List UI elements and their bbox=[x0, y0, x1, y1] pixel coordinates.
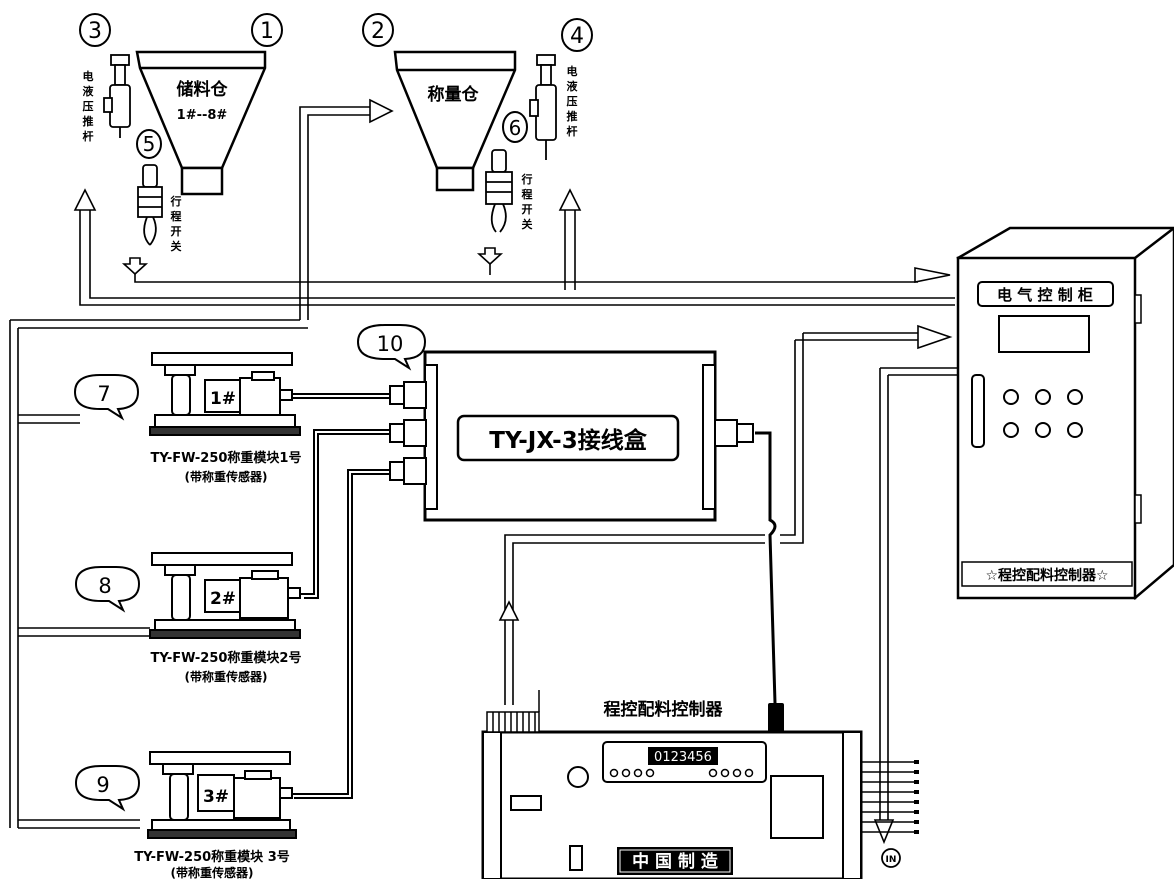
svg-text:10: 10 bbox=[377, 332, 404, 356]
svg-text:7: 7 bbox=[97, 382, 110, 406]
svg-text:6: 6 bbox=[509, 116, 522, 140]
svg-text:液: 液 bbox=[83, 84, 95, 98]
svg-text:程: 程 bbox=[171, 209, 182, 223]
switch-right-label: 行 程 开 关 bbox=[521, 172, 533, 231]
junction-box-label: TY-JX-3接线盒 bbox=[489, 427, 647, 454]
sensor-cables bbox=[290, 393, 777, 799]
svg-text:压: 压 bbox=[567, 94, 578, 108]
cabinet-header: 电 气 控 制 柜 bbox=[997, 286, 1093, 304]
svg-text:杆: 杆 bbox=[83, 129, 94, 143]
weighing-module-2: 2# bbox=[149, 552, 301, 639]
weighing-hopper: 称量仓 bbox=[393, 50, 517, 192]
module-3-note: (带称重传感器) bbox=[171, 865, 254, 879]
svg-text:关: 关 bbox=[171, 239, 182, 253]
storage-hopper-range: 1#--8# bbox=[177, 108, 228, 123]
controller-io-label: IN bbox=[886, 855, 897, 865]
svg-text:电: 电 bbox=[83, 69, 94, 83]
module-3-tag: 3# bbox=[203, 787, 229, 807]
weighing-module-1: 1# bbox=[149, 352, 301, 436]
svg-text:3: 3 bbox=[88, 19, 102, 44]
hydraulic-actuator-right bbox=[529, 54, 557, 160]
switch-left-label: 行 程 开 关 bbox=[170, 194, 182, 253]
batching-controller: 程控配料控制器 0123456 中 国 制 造 bbox=[481, 690, 919, 879]
svg-text:行: 行 bbox=[170, 194, 182, 208]
junction-box: TY-JX-3接线盒 bbox=[389, 350, 754, 522]
signal-wires bbox=[9, 106, 958, 829]
svg-text:4: 4 bbox=[570, 24, 584, 49]
callout-8: 8 bbox=[74, 566, 141, 613]
module-1-tag: 1# bbox=[210, 389, 236, 409]
svg-text:推: 推 bbox=[83, 114, 94, 128]
svg-text:开: 开 bbox=[522, 203, 533, 216]
travel-switch-left bbox=[137, 164, 163, 246]
callout-10: 10 bbox=[356, 324, 427, 371]
module-2-note: (带称重传感器) bbox=[185, 669, 268, 684]
svg-text:5: 5 bbox=[143, 132, 156, 156]
svg-text:8: 8 bbox=[98, 574, 111, 598]
controller-badge: 中 国 制 造 bbox=[632, 851, 719, 872]
svg-text:液: 液 bbox=[567, 79, 579, 93]
module-3-name: TY-FW-250称重模块 3号 bbox=[134, 849, 290, 865]
cabinet-footer: ☆程控配料控制器☆ bbox=[985, 567, 1108, 584]
svg-text:开: 开 bbox=[171, 225, 182, 238]
svg-text:压: 压 bbox=[83, 99, 94, 113]
module-2-tag: 2# bbox=[210, 589, 236, 609]
svg-text:电: 电 bbox=[567, 64, 578, 78]
svg-text:程: 程 bbox=[522, 187, 533, 201]
actuator-right-label: 电 液 压 推 杆 bbox=[567, 64, 579, 138]
flow-arrows bbox=[73, 98, 953, 845]
weighing-hopper-title: 称量仓 bbox=[428, 84, 480, 105]
weighing-module-3: 3# bbox=[147, 751, 297, 839]
callout-3: 3 bbox=[79, 13, 111, 47]
controller-title: 程控配料控制器 bbox=[604, 699, 724, 720]
svg-text:2: 2 bbox=[371, 19, 385, 44]
storage-hopper-title: 储料仓 bbox=[177, 79, 229, 100]
callout-6: 6 bbox=[502, 111, 528, 143]
module-2-name: TY-FW-250称重模块2号 bbox=[151, 650, 302, 666]
hydraulic-actuator-left bbox=[103, 54, 131, 138]
callout-1-number: 1 bbox=[260, 19, 274, 44]
svg-text:行: 行 bbox=[521, 172, 533, 186]
controller-display: 0123456 bbox=[654, 750, 712, 765]
callout-1: 1 bbox=[251, 13, 283, 47]
callout-5: 5 bbox=[136, 129, 162, 159]
svg-text:推: 推 bbox=[567, 109, 578, 123]
actuator-left-label: 电 液 压 推 杆 bbox=[83, 69, 95, 143]
callout-9: 9 bbox=[74, 765, 141, 812]
callout-7: 7 bbox=[73, 374, 140, 421]
module-1-name: TY-FW-250称重模块1号 bbox=[151, 450, 302, 466]
travel-switch-right bbox=[485, 149, 513, 233]
svg-text:9: 9 bbox=[96, 773, 109, 797]
svg-text:杆: 杆 bbox=[567, 124, 578, 138]
storage-hopper: 储料仓 1#--8# bbox=[135, 50, 267, 196]
callout-2: 2 bbox=[362, 13, 394, 47]
electrical-cabinet: 电 气 控 制 柜 ☆程控配料控制器☆ bbox=[956, 226, 1174, 600]
module-1-note: (带称重传感器) bbox=[185, 469, 268, 484]
svg-text:关: 关 bbox=[522, 217, 533, 231]
callout-4: 4 bbox=[561, 18, 593, 52]
